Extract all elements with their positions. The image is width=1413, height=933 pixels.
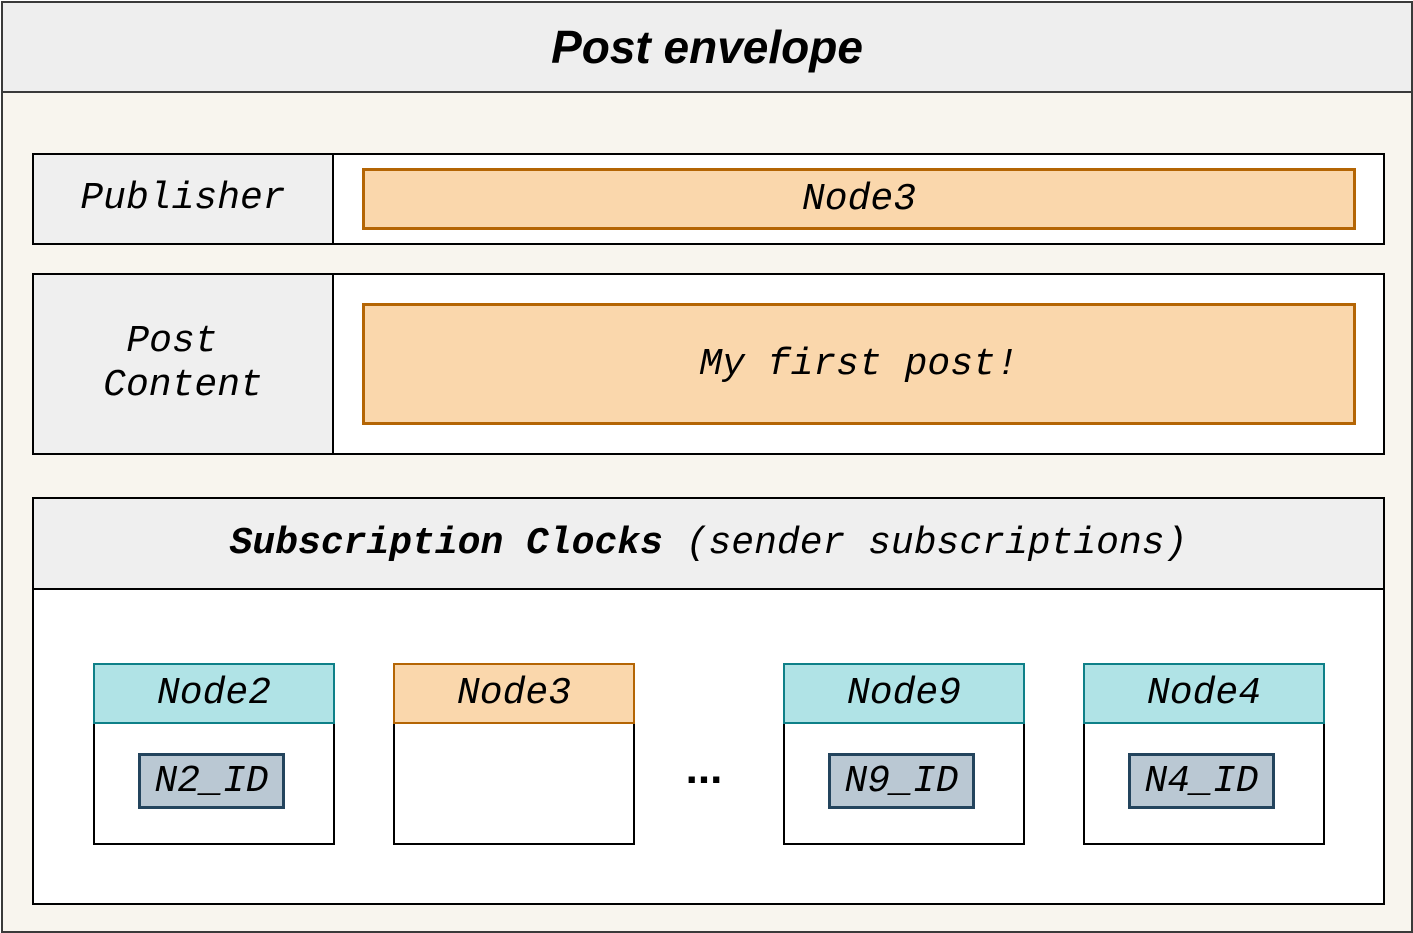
publisher-row: Publisher Node3 [32,153,1385,245]
node-clock-header: Node4 [1083,663,1325,724]
node-clock-node3: Node3 [393,663,635,845]
node-clock-header: Node3 [393,663,635,724]
node-clock-node2: Node2 N2_ID [93,663,335,845]
ellipsis: ... [685,744,723,793]
node-clock-id: N9_ID [828,753,975,809]
envelope-title: Post envelope [551,21,863,73]
subscription-clocks-panel: Subscription Clocks (sender subscription… [32,497,1385,905]
post-content-label-line1: Post [126,320,218,363]
node-clock-header: Node9 [783,663,1025,724]
post-content-label: Post Content [34,275,334,453]
node-clock-id: N4_ID [1128,753,1275,809]
node-clock-id: N2_ID [138,753,285,809]
subscription-clocks-header: Subscription Clocks (sender subscription… [34,499,1383,590]
subscription-clocks-subtitle: (sender subscriptions) [662,522,1188,565]
publisher-label: Publisher [34,155,334,243]
envelope-header: Post envelope [3,3,1411,93]
subscription-clocks-title: Subscription Clocks [229,522,663,565]
publisher-value: Node3 [362,168,1356,230]
node-clock-node4: Node4 N4_ID [1083,663,1325,845]
node-clock-node9: Node9 N9_ID [783,663,1025,845]
post-content-value: My first post! [362,303,1356,425]
post-content-row: Post Content My first post! [32,273,1385,455]
post-content-label-line2: Content [103,364,263,407]
node-clock-header: Node2 [93,663,335,724]
